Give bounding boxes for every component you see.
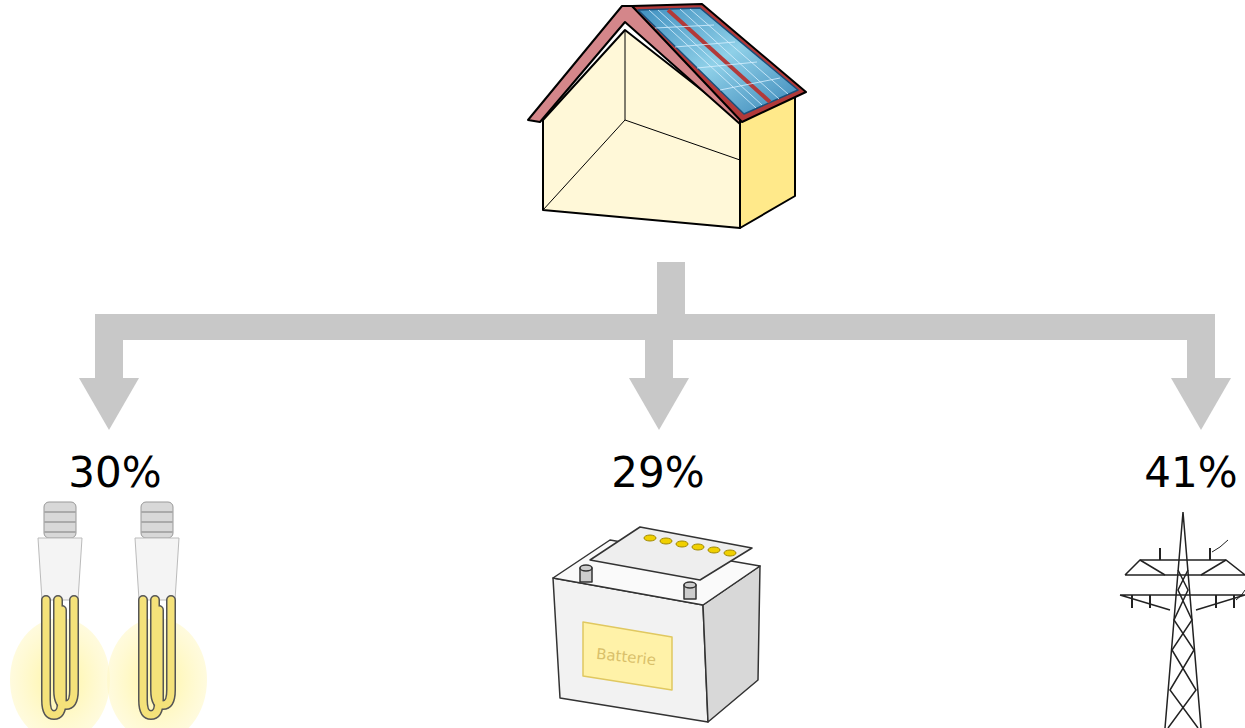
drawing-part — [655, 25, 714, 28]
drawing-part — [590, 527, 752, 580]
pylon-illustration — [1120, 512, 1245, 728]
drawing-part — [692, 544, 704, 550]
drawing-part — [1165, 512, 1201, 728]
drawing-part — [1215, 595, 1217, 608]
lamp-illustration — [10, 502, 207, 728]
drawing-part — [10, 502, 110, 728]
drawing-part — [580, 565, 592, 571]
battery-illustration — [553, 527, 760, 722]
drawing-part — [58, 600, 74, 705]
drawing-part — [1131, 595, 1133, 608]
drawing-part — [680, 9, 779, 99]
drawing-part — [668, 10, 770, 102]
drawing-part — [46, 600, 74, 715]
drawing-part — [107, 502, 207, 728]
drawing-part — [625, 120, 740, 160]
drawing-part — [1120, 595, 1245, 610]
drawing-part — [1171, 378, 1231, 430]
drawing-part — [1209, 548, 1211, 560]
drawing-part — [38, 538, 82, 600]
drawing-part — [95, 314, 123, 384]
drawing-part — [644, 535, 656, 541]
drawing-part — [644, 535, 736, 556]
drawing-part — [1233, 595, 1235, 608]
drawing-part — [141, 512, 173, 532]
drawing-part — [638, 8, 798, 114]
drawing-part — [675, 42, 735, 47]
drawing-part — [1140, 560, 1226, 575]
drawing-part — [44, 502, 76, 538]
drawing-part — [1149, 595, 1151, 608]
drawing-part — [143, 600, 171, 715]
drawing-part — [155, 600, 171, 705]
drawing-part — [690, 9, 788, 94]
drawing-part — [1168, 570, 1198, 728]
drawing-part — [46, 600, 74, 715]
drawing-part — [649, 10, 756, 108]
drawing-part — [44, 512, 76, 532]
flow-arrow — [79, 262, 1231, 430]
drawing-part — [58, 600, 74, 705]
drawing-part — [1125, 560, 1245, 575]
drawing-part — [649, 9, 788, 108]
drawing-part — [580, 565, 696, 599]
drawing-part — [143, 600, 171, 715]
drawing-part — [660, 538, 672, 544]
drawing-part — [629, 378, 689, 430]
drawing-part — [583, 622, 672, 690]
drawing-part — [676, 541, 688, 547]
percentage-label: 41% — [1144, 452, 1237, 494]
drawing-part — [708, 547, 720, 553]
drawing-part — [155, 600, 171, 705]
drawing-part — [1187, 314, 1215, 384]
house-illustration — [528, 4, 806, 228]
drawing-part — [79, 378, 139, 430]
percentage-label: 30% — [68, 452, 161, 494]
drawing-part — [553, 578, 708, 722]
drawing-part — [1159, 548, 1161, 560]
drawing-part — [135, 538, 179, 600]
drawing-part — [1132, 548, 1234, 608]
drawing-part — [724, 550, 736, 556]
drawing-part — [1212, 540, 1245, 600]
drawing-part — [697, 62, 757, 68]
drawing-part — [632, 4, 806, 122]
percentage-label: 29% — [611, 452, 704, 494]
drawing-part — [141, 502, 173, 538]
drawing-part — [645, 314, 673, 384]
drawing-part — [720, 78, 780, 90]
drawing-part — [684, 582, 696, 588]
